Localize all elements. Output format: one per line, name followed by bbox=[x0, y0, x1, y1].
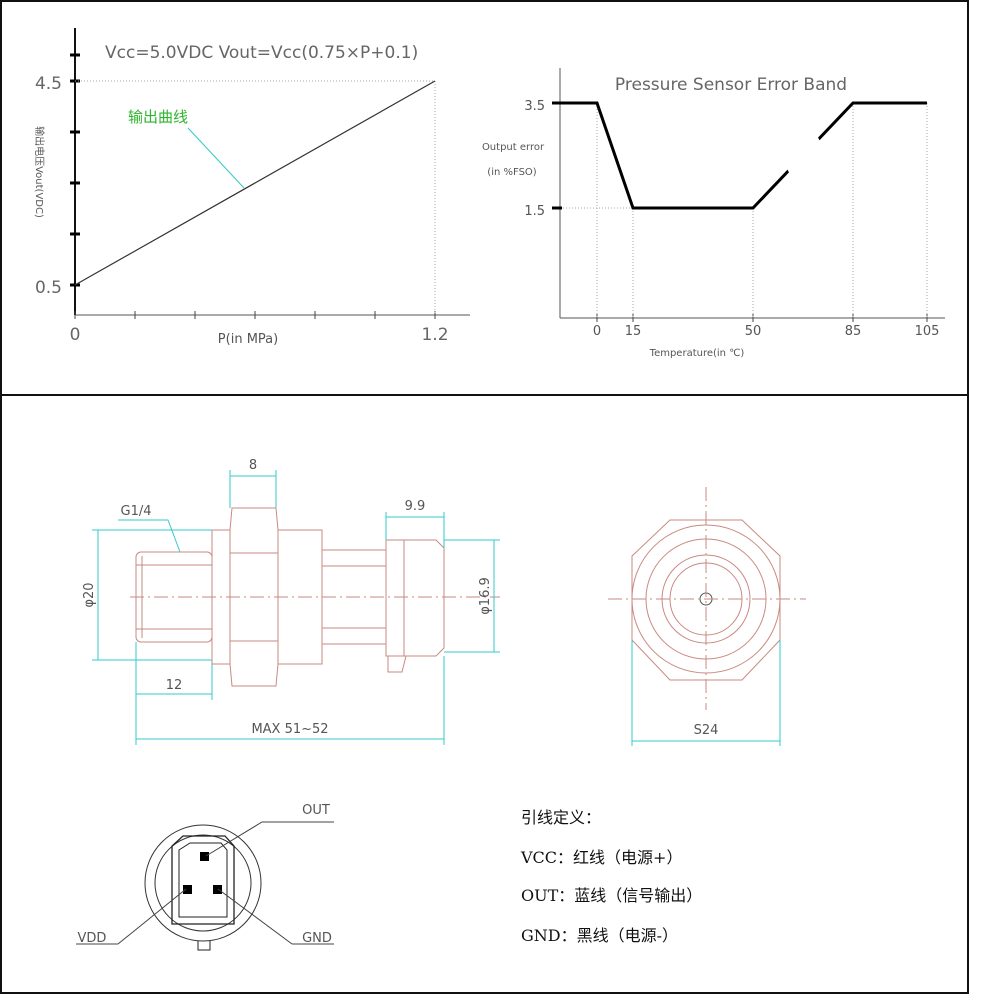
error-band-line bbox=[556, 101, 927, 210]
pin-out-label: OUT bbox=[302, 803, 330, 818]
x-tick-label-105: 105 bbox=[915, 324, 940, 339]
vdd-leader bbox=[117, 888, 187, 945]
wiring-out: OUT：蓝线（信号输出） bbox=[521, 886, 702, 905]
dim-thread-label: G1/4 bbox=[121, 504, 152, 519]
output-curve-line bbox=[74, 80, 436, 286]
wiring-definitions: 引线定义： VCC：红线（电源+） OUT：蓝线（信号输出） GND：黑线（电源… bbox=[520, 808, 702, 945]
y-axis-label-1: Output error bbox=[482, 142, 545, 153]
y-tick-label-0.5: 0.5 bbox=[35, 278, 62, 298]
connector-key-inner bbox=[178, 842, 228, 918]
error-band-chart: Pressure Sensor Error Band 3.5 1.5 Outpu… bbox=[482, 68, 945, 359]
dim-thread-len: 12 bbox=[166, 678, 183, 693]
y-tick-label-4.5: 4.5 bbox=[35, 74, 62, 94]
thread-leader bbox=[118, 519, 181, 553]
gnd-leader bbox=[217, 888, 293, 945]
connector-pin-view: OUT VDD GND bbox=[76, 803, 334, 951]
x-tick-label-50: 50 bbox=[745, 324, 762, 339]
out-leader bbox=[205, 821, 334, 857]
y-tick-label-3.5: 3.5 bbox=[524, 99, 545, 114]
y-axis-label: 输出电压Vout(VDC) bbox=[33, 126, 46, 218]
x-tick-label-0: 0 bbox=[593, 324, 601, 339]
x-axis-label: Temperature(in ℃) bbox=[649, 348, 745, 359]
connector-body bbox=[385, 539, 445, 657]
line-break-gap bbox=[777, 131, 829, 177]
connector-latch bbox=[387, 655, 407, 673]
wiring-gnd: GND：黑线（电源-） bbox=[521, 926, 678, 945]
x-axis-label: P(in MPa) bbox=[218, 332, 278, 347]
formula-text: Vcc=5.0VDC Vout=Vcc(0.75×P+0.1) bbox=[105, 43, 418, 63]
y-axis-label-2: (in %FSO) bbox=[487, 167, 536, 178]
dim-across-flats: S24 bbox=[694, 723, 719, 738]
curve-label-leader bbox=[187, 127, 245, 189]
wiring-heading: 引线定义： bbox=[521, 808, 601, 827]
x-tick-label-0: 0 bbox=[70, 325, 81, 345]
pin-vdd-label: VDD bbox=[78, 931, 107, 946]
side-view-drawing: G1/4 8 9.9 φ20 φ16.9 12 MAX 51~52 bbox=[82, 458, 500, 745]
dim-connector-len: 9.9 bbox=[405, 499, 426, 514]
connector-key bbox=[171, 835, 235, 925]
pin-vdd bbox=[183, 885, 192, 894]
x-tick-label-15: 15 bbox=[625, 324, 642, 339]
x-tick-label-1.2: 1.2 bbox=[421, 325, 448, 345]
pin-out bbox=[200, 852, 209, 861]
pin-gnd bbox=[213, 885, 222, 894]
pin-gnd-label: GND bbox=[302, 931, 332, 946]
dim-hex-width: 8 bbox=[249, 458, 257, 473]
top-view-drawing: S24 bbox=[608, 487, 806, 746]
connector-inner bbox=[154, 834, 252, 932]
hex-outline bbox=[631, 519, 781, 681]
sheet-frame bbox=[0, 0, 969, 994]
wiring-vcc: VCC：红线（电源+） bbox=[520, 848, 682, 867]
x-tick-label-85: 85 bbox=[845, 324, 862, 339]
dim-max-len: MAX 51~52 bbox=[251, 722, 328, 737]
y-tick-label-1.5: 1.5 bbox=[524, 204, 545, 219]
dim-dia169: φ16.9 bbox=[478, 577, 493, 615]
curve-label: 输出曲线 bbox=[128, 108, 188, 126]
chart-title: Pressure Sensor Error Band bbox=[615, 75, 847, 95]
connector-tab bbox=[197, 941, 211, 951]
connector-outer bbox=[144, 824, 262, 942]
dim-dia20: φ20 bbox=[82, 582, 97, 607]
output-voltage-chart: Vcc=5.0VDC Vout=Vcc(0.75×P+0.1) 4.5 0.5 … bbox=[33, 28, 470, 347]
